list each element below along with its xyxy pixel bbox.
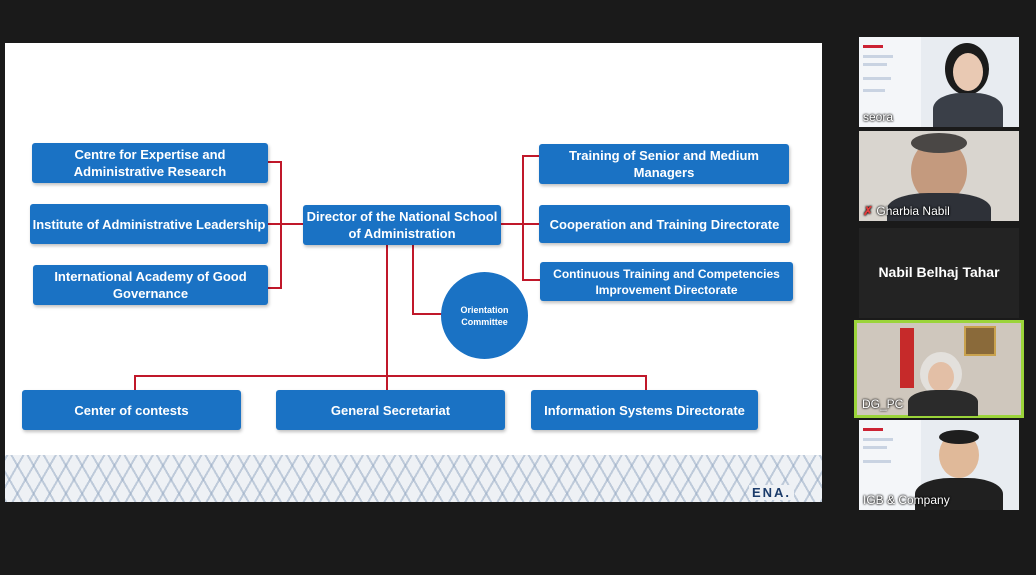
connector-line <box>268 161 282 163</box>
participant-tile-nabil-belhaj-tahar[interactable]: Nabil Belhaj Tahar <box>859 228 1019 318</box>
participant-name: IGB & Company <box>863 493 950 507</box>
connector-line <box>501 223 541 225</box>
participant-tile-dg-pc[interactable]: DG_PC <box>854 320 1024 418</box>
connector-line <box>280 161 282 289</box>
connector-line <box>522 155 540 157</box>
org-box-centre-expertise: Centre for Expertise and Administrative … <box>32 143 268 183</box>
decorative-pattern-band <box>5 455 822 502</box>
org-box-cooperation-training: Cooperation and Training Directorate <box>539 205 790 243</box>
org-circle-orientation-committee: Orientation Committee <box>441 272 528 359</box>
connector-line <box>522 155 524 281</box>
connector-line <box>645 375 647 391</box>
org-box-academy-governance: International Academy of Good Governance <box>33 265 268 305</box>
org-box-general-secretariat: General Secretariat <box>276 390 505 430</box>
org-box-continuous-training: Continuous Training and Competencies Imp… <box>540 262 793 301</box>
participant-tile-gharbia-nabil[interactable]: ✗ Gharbia Nabil <box>859 131 1019 221</box>
org-box-institute-leadership: Institute of Administrative Leadership <box>30 204 268 244</box>
shared-slide-thumbnail <box>859 420 921 510</box>
connector-line <box>134 375 647 377</box>
mic-muted-icon: ✗ <box>863 204 874 218</box>
org-box-training-managers: Training of Senior and Medium Managers <box>539 144 789 184</box>
shared-screen-slide: Centre for Expertise and Administrative … <box>5 43 822 502</box>
connector-line <box>412 243 414 313</box>
connector-line <box>134 375 136 391</box>
connector-line <box>268 287 282 289</box>
participant-tile-igb-company[interactable]: IGB & Company <box>859 420 1019 510</box>
participant-name: Gharbia Nabil <box>876 204 950 218</box>
connector-line <box>412 313 442 315</box>
portrait-frame <box>964 326 996 356</box>
org-box-director: Director of the National School of Admin… <box>303 205 501 245</box>
participant-name-centered: Nabil Belhaj Tahar <box>878 264 1000 280</box>
participant-tile-seora[interactable]: seora <box>859 37 1019 127</box>
connector-line <box>386 243 388 390</box>
participant-name: DG_PC <box>862 397 904 411</box>
org-box-center-contests: Center of contests <box>22 390 241 430</box>
flag-decoration <box>900 328 914 388</box>
shared-slide-thumbnail <box>859 37 921 127</box>
connector-line <box>268 223 304 225</box>
connector-line <box>522 279 540 281</box>
participant-name: seora <box>863 110 894 124</box>
ena-logo: ENA. <box>748 485 794 500</box>
org-box-information-systems: Information Systems Directorate <box>531 390 758 430</box>
